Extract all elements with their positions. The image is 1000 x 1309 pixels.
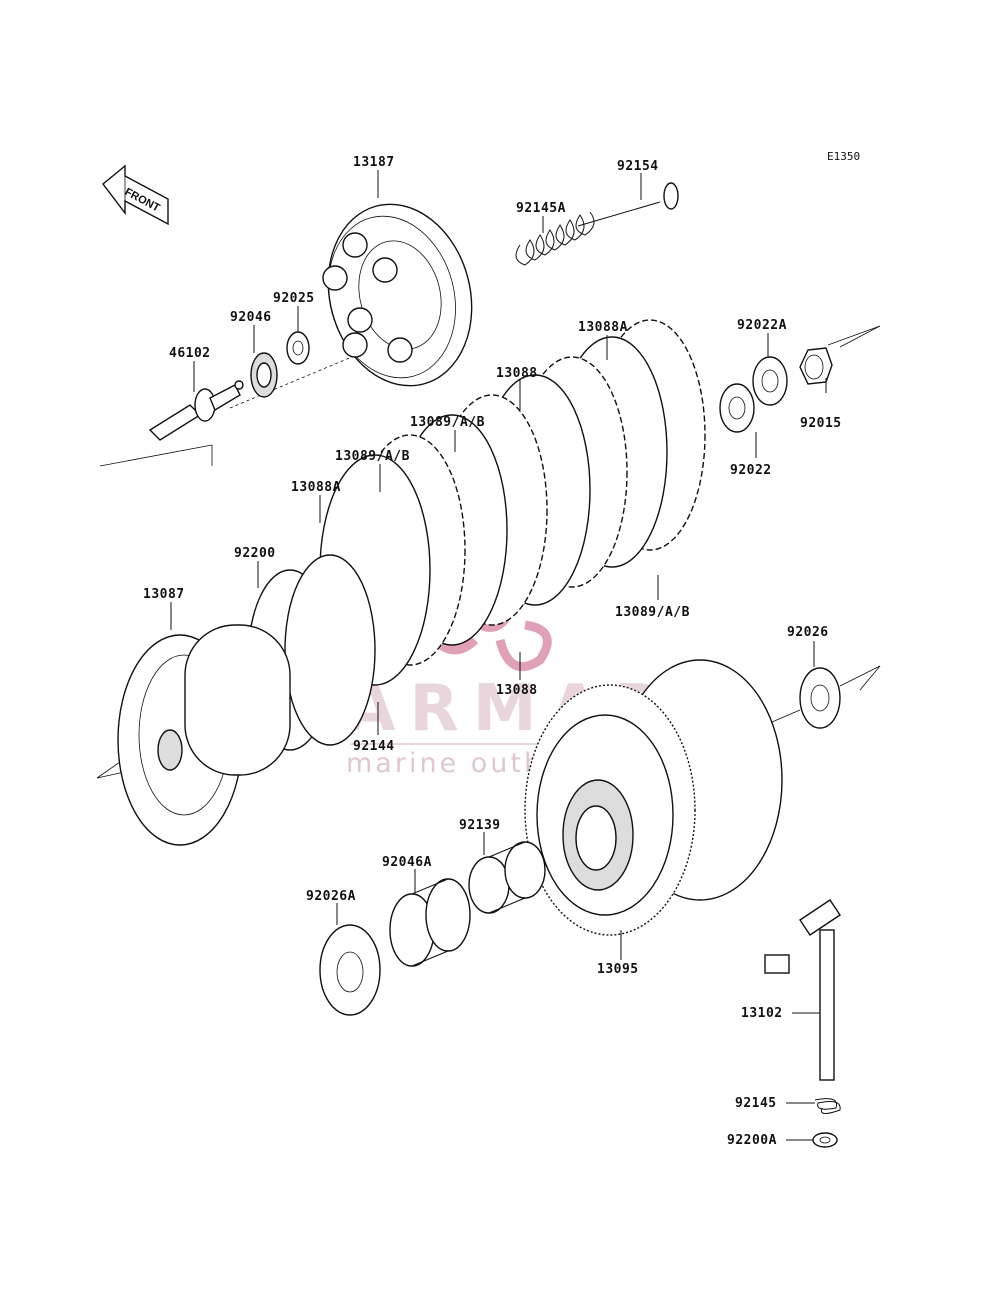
label-92026A: 92026A: [306, 889, 356, 904]
label-92015: 92015: [800, 416, 842, 431]
part-92022-washer: [719, 383, 755, 433]
part-13095-clutch-housing: [524, 659, 783, 936]
part-13102-release-shaft: [764, 899, 841, 1081]
diagram-code: E1350: [827, 150, 860, 163]
part-92025-washer: [286, 331, 310, 365]
front-arrow-icon: FRONT: [102, 164, 169, 226]
label-92026: 92026: [787, 625, 829, 640]
part-92145A-spring: [515, 211, 595, 266]
label-92025: 92025: [273, 291, 315, 306]
part-92144-spring-plate: [284, 554, 376, 746]
clutch-plate-stack: [319, 319, 706, 686]
part-92046-bearing: [250, 352, 278, 398]
label-13088A-left: 13088A: [291, 480, 341, 495]
label-92139: 92139: [459, 818, 501, 833]
label-13095: 13095: [597, 962, 639, 977]
label-13089-3: 13089/A/B: [615, 605, 690, 620]
part-92026-washer: [799, 667, 841, 729]
label-13087: 13087: [143, 587, 185, 602]
label-92022A: 92022A: [737, 318, 787, 333]
label-13088-bottom: 13088: [496, 683, 538, 698]
part-13187-pressure-plate: [322, 203, 473, 387]
label-92200A: 92200A: [727, 1133, 777, 1148]
part-labels: 13187 92154 92145A 92025 92046 46102 130…: [143, 155, 842, 1148]
label-92154: 92154: [617, 159, 659, 174]
leader-lines: [170, 170, 827, 1141]
part-92026A-washer: [319, 924, 381, 1016]
part-92046A-bearing: [389, 878, 471, 967]
part-92015-nut: [799, 347, 833, 385]
label-13089-1: 13089/A/B: [410, 415, 485, 430]
label-92145: 92145: [735, 1096, 777, 1111]
part-92154-bolt: [577, 182, 679, 227]
label-13088A-top: 13088A: [578, 320, 628, 335]
part-92200A-washer: [812, 1132, 838, 1148]
part-92139-sleeve: [468, 841, 546, 914]
part-92022A-washer: [752, 356, 788, 406]
part-13087-clutch-hub: [117, 624, 291, 846]
label-13187: 13187: [353, 155, 395, 170]
label-46102: 46102: [169, 346, 211, 361]
label-92022: 92022: [730, 463, 772, 478]
label-92200: 92200: [234, 546, 276, 561]
label-13089-2: 13089/A/B: [335, 449, 410, 464]
label-13088-top: 13088: [496, 366, 538, 381]
label-13102: 13102: [741, 1006, 783, 1021]
label-92046: 92046: [230, 310, 272, 325]
part-92145-spring: [814, 1098, 841, 1114]
label-92144: 92144: [353, 739, 395, 754]
part-46102-pushrod: [148, 380, 244, 441]
label-92046A: 92046A: [382, 855, 432, 870]
label-92145A: 92145A: [516, 201, 566, 216]
